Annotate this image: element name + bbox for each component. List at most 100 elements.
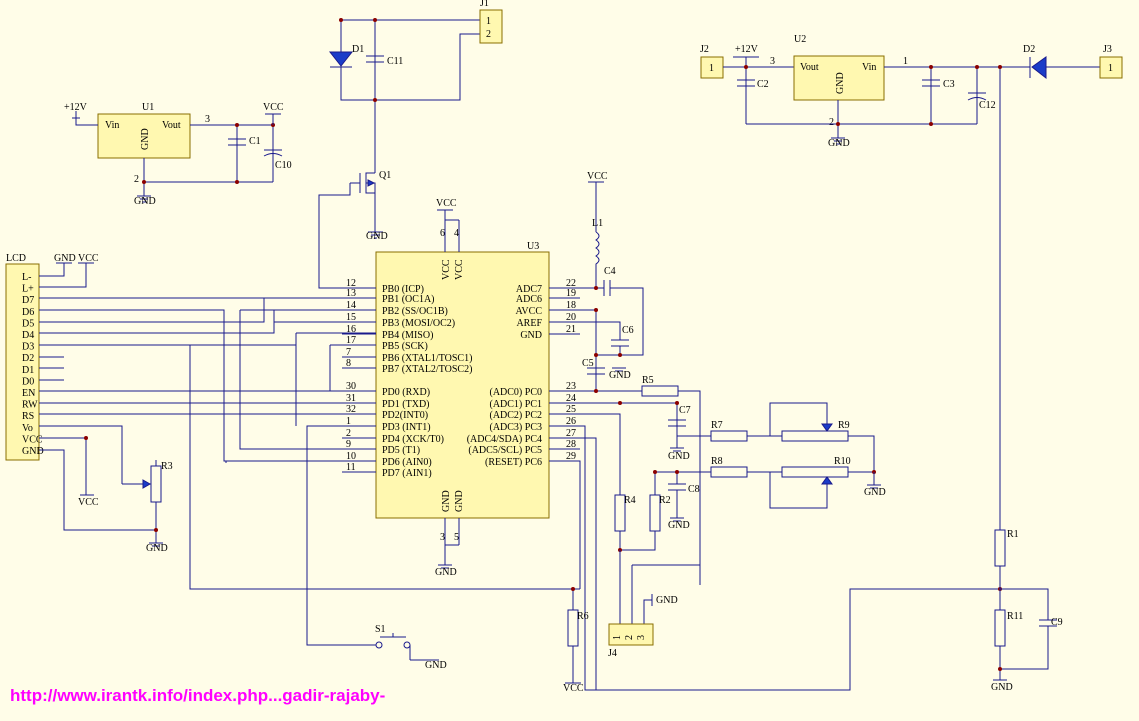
u3-left-pin-number: 9 [346,439,351,450]
c10-label: C10 [275,160,292,171]
r1-label: R1 [1007,529,1019,540]
u1-gnd-power: GND [134,196,156,207]
u3-right-pin-number: 29 [566,451,576,462]
u3-bottom-gnd-1: GND [441,490,452,512]
r4-label: R4 [624,495,636,506]
c5-gnd: GND [609,370,631,381]
u3-right-pin-number: 23 [566,381,576,392]
u1-12v-label: +12V [64,102,88,113]
source-url-watermark[interactable]: http://www.irantk.info/index.php...gadir… [10,686,386,705]
u3-left-pin-number: 32 [346,404,356,415]
l1-vcc-label: VCC [587,171,608,182]
lcd-pin-label: D7 [22,295,34,306]
u3-right-pin-number: 20 [566,312,576,323]
connector-j2: J2 1 [700,44,724,79]
u3-right-pin-number: 19 [566,288,576,299]
u3-right-pin-number: 24 [566,393,576,404]
u3-left-pin-name: PB4 (MISO) [382,330,433,341]
u3-right-pin-number: 26 [566,416,576,427]
c2-label: C2 [757,79,769,90]
u3-left-pin-number: 2 [346,428,351,439]
c6-label: C6 [622,325,634,336]
u1-pin3: 3 [205,114,210,125]
u1-gnd-label: GND [140,128,151,150]
r8-label: R8 [711,456,723,467]
u3-left-pin-number: 15 [346,312,356,323]
u3-left-pin-name: PD0 (RXD) [382,387,430,398]
lcd-pin-label: VCC [22,434,43,445]
u3-left-pin-number: 1 [346,416,351,427]
u3-left-pin-name: PD6 (AIN0) [382,457,432,468]
lcd-pin-label: D0 [22,376,34,387]
lcd-pin-label: D2 [22,353,34,364]
r5-label: R5 [642,375,654,386]
u3-top-pin-4: 4 [454,228,459,239]
j1-pin2: 2 [486,29,491,40]
c9-label: C9 [1051,617,1063,628]
u3-left-pin-number: 7 [346,347,351,358]
lcd-vcc-top: VCC [78,253,99,264]
l1-label: L1 [592,218,603,229]
u3-left-pin-name: PB2 (SS/OC1B) [382,306,448,317]
connector-j3: J3 1 [1099,44,1123,79]
u3-right-pin-name: (ADC4/SDA) PC4 [467,434,542,445]
j2-pin1: 1 [709,63,714,74]
u3-left-pin-number: 31 [346,393,356,404]
c7-label: C7 [679,405,691,416]
u3-top-vcc-2: VCC [454,259,465,280]
u3-right-pin-name: (ADC5/SCL) PC5 [468,445,542,456]
u1-vout-label: Vout [162,120,181,131]
q1-label: Q1 [379,170,391,181]
u3-left-pin-number: 16 [346,324,356,335]
u2-12v-label: +12V [735,44,759,55]
u3-top-pin-6: 6 [440,228,445,239]
c3-label: C3 [943,79,955,90]
r9-label: R9 [838,420,850,431]
regulator-u2: U2 Vout Vin GND 3 1 2 [770,34,908,128]
r3-gnd: GND [146,543,168,554]
u3-left-pin-name: PD7 (AIN1) [382,468,432,479]
lcd-gnd-top: GND [54,253,76,264]
u3-left-pin-number: 12 [346,278,356,289]
c1-label: C1 [249,136,261,147]
c11-label: C11 [387,56,403,67]
c5-label: C5 [582,358,594,369]
u3-vcc-label: VCC [436,198,457,209]
c4-label: C4 [604,266,616,277]
r6-label: R6 [577,611,589,622]
u3-left-pin-number: 14 [346,300,356,311]
j2-ref: J2 [700,44,709,55]
u1-vcc-label: VCC [263,102,284,113]
lcd-pin-label: D4 [22,330,34,341]
u3-right-pin-name: GND [520,330,542,341]
u3-right-pin-name: ADC6 [516,294,542,305]
d2-label: D2 [1023,44,1035,55]
r10-label: R10 [834,456,851,467]
u3-left-pin-number: 10 [346,451,356,462]
s1-label: S1 [375,624,386,635]
u3-gnd-power: GND [435,567,457,578]
r2-label: R2 [659,495,671,506]
j4-ref: J4 [608,648,617,659]
u3-right-pin-name: (RESET) PC6 [485,457,542,468]
r7-label: R7 [711,420,723,431]
lcd-pin-label: D1 [22,365,34,376]
u3-right-pin-name: AVCC [516,306,543,317]
u2-pin2: 2 [829,117,834,128]
j3-ref: J3 [1103,44,1112,55]
u3-left-pin-number: 11 [346,462,356,473]
lcd-pin-label: L+ [22,284,34,295]
j1-pin1: 1 [486,16,491,27]
u3-left-pin-name: PD4 (XCK/T0) [382,434,444,445]
u3-left-pin-number: 17 [346,335,356,346]
u3-left-pin-name: PB5 (SCK) [382,341,428,352]
u3-right-pin-number: 21 [566,324,576,335]
u3-right-pin-name: ADC7 [516,284,542,295]
u2-pin3: 3 [770,56,775,67]
lcd-pin-label: Vo [22,423,33,434]
u2-gnd-power: GND [828,138,850,149]
u3-bottom-pin-3: 3 [440,532,445,543]
u3-left-pin-name: PB0 (ICP) [382,284,424,295]
